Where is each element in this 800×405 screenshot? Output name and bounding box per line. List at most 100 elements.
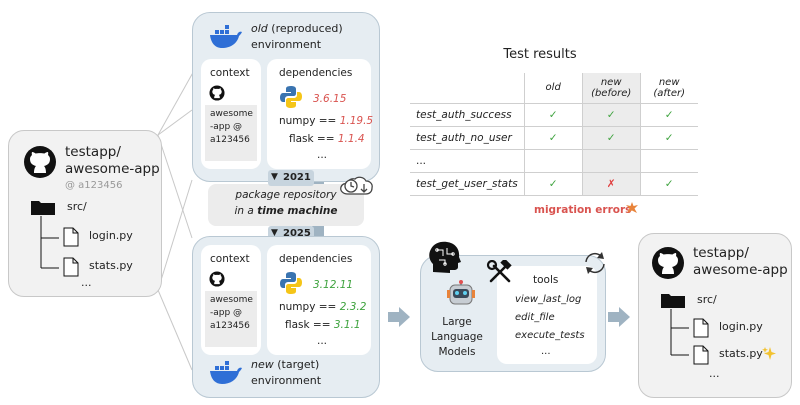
old-context-label: context	[210, 67, 250, 79]
old-context-line: awesome	[210, 109, 253, 119]
github-icon	[209, 271, 225, 287]
old-python-version: 3.6.15	[313, 93, 347, 105]
old-dep-numpy: numpy == 1.19.5	[279, 115, 374, 127]
new-context-label: context	[210, 253, 250, 265]
tools-label: tools	[533, 274, 559, 286]
github-icon	[24, 146, 56, 178]
arrow-llm-to-target-head	[619, 307, 630, 327]
python-icon	[280, 272, 302, 294]
test-results-title: Test results	[503, 47, 577, 62]
new-context-line: -app @	[210, 308, 243, 318]
tool-item: edit_file	[515, 312, 555, 323]
file-icon	[63, 257, 79, 277]
old-context-line: -app @	[210, 122, 243, 132]
source-ellipsis: ...	[81, 276, 92, 289]
file-icon	[63, 227, 79, 247]
year-2025: 2025	[283, 228, 311, 239]
table-row: test_auth_success ✓ ✓ ✓	[410, 103, 698, 127]
new-deps-label: dependencies	[279, 253, 353, 265]
new-env-title-line2: environment	[251, 374, 322, 387]
sparkles-icon	[762, 347, 776, 360]
llm-label-line2: Language	[431, 331, 483, 343]
head-brain-icon	[429, 241, 461, 273]
llm-label-line3: Models	[438, 346, 476, 358]
table-row: ...	[410, 149, 698, 173]
year-2021: 2021	[283, 172, 311, 183]
file-icon	[693, 318, 709, 338]
old-env-title: old (reproduced)	[251, 22, 343, 35]
old-env-title-line2: environment	[251, 38, 322, 51]
table-header-new-after: new (after)	[639, 73, 698, 104]
result-cell: ✓	[639, 172, 698, 196]
result-cell: ✓	[639, 103, 698, 127]
result-cell	[523, 149, 583, 173]
filter-icon: ▼	[271, 228, 278, 238]
table-header-name	[410, 73, 525, 104]
result-cell: ✓	[523, 103, 583, 127]
old-context-line: a123456	[210, 135, 250, 145]
result-cell	[581, 149, 641, 173]
arrow-env-to-llm-shaft	[388, 312, 400, 322]
year-badge-2021: ▼ 2021	[268, 170, 314, 186]
old-context-box: awesome -app @ a123456	[205, 105, 257, 161]
source-file-stats: stats.py	[89, 259, 133, 272]
table-row: test_auth_no_user ✓ ✓ ✓	[410, 126, 698, 150]
target-ellipsis: ...	[709, 367, 720, 380]
source-repo-panel: testapp/ awesome-app @ a123456 src/ logi…	[8, 130, 162, 297]
table-row: test_get_user_stats ✓ ✗ ✓	[410, 172, 698, 196]
new-context-card: context awesome -app @ a123456	[201, 245, 261, 355]
new-deps-card: dependencies 3.12.11 numpy == 2.3.2 flas…	[267, 245, 371, 355]
tool-item: view_last_log	[515, 294, 582, 305]
new-context-line: a123456	[210, 321, 250, 331]
result-cell: ✓	[523, 126, 583, 150]
python-icon	[280, 86, 302, 108]
result-cell: ✓	[581, 103, 641, 127]
old-dep-flask: flask == 1.1.4	[289, 133, 365, 145]
llm-panel: Large Language Models tools view_last_lo…	[420, 241, 606, 372]
test-results-table: old new (before) new (after) test_auth_s…	[410, 73, 698, 196]
new-environment-panel: context awesome -app @ a123456 dependenc…	[192, 236, 380, 398]
robot-icon	[447, 280, 475, 305]
target-repo-panel: testapp/ awesome-app src/ login.py stats…	[638, 233, 792, 398]
llm-label-line1: Large	[442, 316, 472, 328]
new-python-version: 3.12.11	[313, 279, 354, 291]
tree-lines	[670, 309, 689, 356]
test-name: test_auth_success	[410, 103, 525, 127]
line-source-to-old-context	[157, 109, 193, 136]
arrow-env-to-llm-head	[399, 307, 410, 327]
table-header-new-before: new (before)	[581, 73, 641, 104]
new-env-title: new (target)	[251, 358, 320, 371]
tools-card: tools view_last_log edit_file execute_te…	[497, 266, 597, 364]
file-icon	[693, 345, 709, 365]
folder-icon	[31, 201, 55, 215]
new-dep-numpy: numpy == 2.3.2	[279, 301, 367, 313]
new-dep-flask: flask == 3.1.1	[285, 319, 361, 331]
result-cell: ✗	[581, 172, 641, 196]
source-repo-commit: @ a123456	[65, 180, 123, 191]
table-header-old: old	[523, 73, 583, 104]
source-folder-label: src/	[67, 200, 87, 213]
arrow-llm-to-target-shaft	[608, 312, 620, 322]
hammer-wrench-icon	[486, 260, 512, 283]
target-repo-name-line1: testapp/	[693, 245, 749, 261]
target-file-login: login.py	[719, 320, 763, 333]
new-deps-ellipsis: ...	[317, 335, 328, 347]
new-context-line: awesome	[210, 295, 253, 305]
test-name: ...	[410, 149, 525, 173]
docker-icon	[210, 25, 242, 48]
tree-lines	[40, 216, 59, 269]
time-machine-line1: package repository	[235, 189, 337, 201]
new-context-box: awesome -app @ a123456	[205, 291, 257, 347]
tools-ellipsis: ...	[541, 346, 551, 357]
result-cell: ✓	[581, 126, 641, 150]
result-cell: ✓	[523, 172, 583, 196]
old-environment-panel: old (reproduced) environment context awe…	[192, 12, 380, 182]
result-cell: ✓	[639, 126, 698, 150]
table-header-row: old new (before) new (after)	[410, 73, 698, 104]
source-repo-name-line2: awesome-app	[65, 161, 160, 177]
cloud-clock-icon	[340, 176, 373, 195]
test-name: test_get_user_stats	[410, 172, 525, 196]
explosion-icon	[626, 202, 638, 213]
github-icon	[652, 247, 684, 279]
target-folder-label: src/	[697, 293, 717, 306]
